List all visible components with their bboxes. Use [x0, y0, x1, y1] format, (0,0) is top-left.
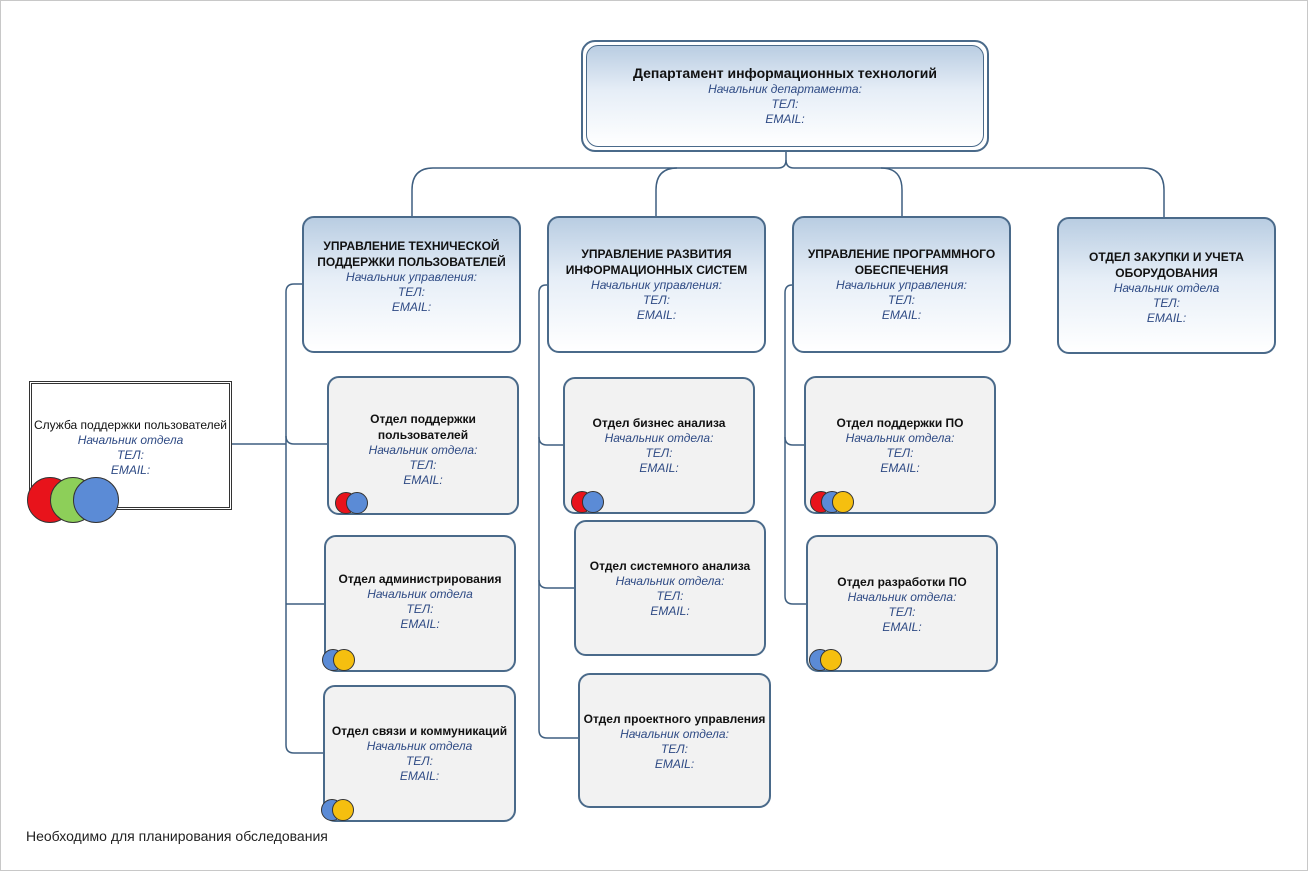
dept-title-line1: Отдел администрирования: [338, 572, 502, 586]
marker-circle: [346, 492, 368, 514]
connector-dept-stem: [411, 150, 787, 217]
unit-node-tech-support[interactable]: УПРАВЛЕНИЕ ТЕХНИЧЕСКОЙ ПОДДЕРЖКИ ПОЛЬЗОВ…: [302, 216, 521, 353]
connector-spine-2: [538, 284, 564, 446]
dept-tel: ТЕЛ:: [888, 605, 916, 619]
connector-dept-mid2: [880, 167, 903, 217]
dept-node-project-management[interactable]: Отдел проектного управления Начальник от…: [578, 673, 771, 808]
dept-tel: ТЕЛ:: [645, 446, 673, 460]
unit-title-line1: ОТДЕЛ ЗАКУПКИ И УЧЕТА: [1089, 250, 1244, 264]
dept-title-line1: Отдел поддержки: [370, 412, 476, 426]
connector-spine-2c: [538, 579, 575, 589]
service-tel: ТЕЛ:: [117, 448, 144, 462]
dept-title-line1: Отдел поддержки ПО: [836, 416, 964, 430]
dept-email: EMAIL:: [654, 757, 695, 771]
dept-title-line1: Отдел системного анализа: [589, 559, 751, 573]
dept-email: EMAIL:: [403, 473, 443, 487]
unit-email: EMAIL:: [881, 308, 922, 322]
unit-title-line1: УПРАВЛЕНИЕ РАЗВИТИЯ: [581, 247, 732, 261]
dept-tel: ТЕЛ:: [406, 602, 434, 616]
unit-node-procurement[interactable]: ОТДЕЛ ЗАКУПКИ И УЧЕТА ОБОРУДОВАНИЯ Начал…: [1057, 217, 1276, 354]
department-node[interactable]: Департамент информационных технологий На…: [581, 40, 989, 152]
unit-head: Начальник отдела: [1113, 281, 1220, 295]
unit-title-line1: УПРАВЛЕНИЕ ПРОГРАММНОГО: [807, 247, 996, 261]
connector-spine-2b: [538, 437, 579, 739]
connector-spine-3b: [784, 437, 807, 605]
unit-tel: ТЕЛ:: [643, 293, 670, 307]
dept-head: Начальник отдела:: [620, 727, 729, 741]
unit-title-line2: ОБОРУДОВАНИЯ: [1115, 266, 1218, 280]
dept-tel: ТЕЛ:: [656, 589, 684, 603]
dept-title-line2: пользователей: [377, 428, 469, 442]
footnote: Необходимо для планирования обследования: [26, 828, 328, 844]
dept-head: Начальник отдела: [366, 739, 473, 753]
dept-email: EMAIL:: [400, 617, 440, 631]
service-title: Служба поддержки пользователей: [33, 418, 227, 432]
dept-head: Начальник отдела: [367, 587, 473, 601]
unit-email: EMAIL:: [1146, 311, 1187, 325]
department-title: Департамент информационных технологий: [632, 65, 938, 81]
connector-spine-1: [285, 283, 328, 445]
unit-title-line1: УПРАВЛЕНИЕ ТЕХНИЧЕСКОЙ: [323, 239, 500, 253]
service-email: EMAIL:: [110, 463, 151, 477]
dept-node-communications[interactable]: Отдел связи и коммуникаций Начальник отд…: [321, 685, 516, 822]
unit-node-is-development[interactable]: УПРАВЛЕНИЕ РАЗВИТИЯ ИНФОРМАЦИОННЫХ СИСТЕ…: [547, 216, 766, 353]
dept-email: EMAIL:: [650, 604, 690, 618]
dept-title-line1: Отдел разработки ПО: [837, 575, 967, 589]
marker-circle: [820, 649, 842, 671]
dept-tel: ТЕЛ:: [409, 458, 437, 472]
marker-circle: [832, 491, 854, 513]
dept-node-business-analysis[interactable]: Отдел бизнес анализа Начальник отдела: Т…: [563, 377, 755, 514]
department-tel: ТЕЛ:: [771, 97, 799, 111]
dept-tel: ТЕЛ:: [886, 446, 914, 460]
connector-spine-1b: [285, 436, 323, 754]
unit-node-software[interactable]: УПРАВЛЕНИЕ ПРОГРАММНОГО ОБЕСПЕЧЕНИЯ Нача…: [792, 216, 1011, 353]
connector-dept-mid1: [655, 167, 678, 217]
department-head: Начальник департамента:: [708, 82, 862, 96]
unit-title-line2: ПОДДЕРЖКИ ПОЛЬЗОВАТЕЛЕЙ: [317, 255, 506, 269]
service-head: Начальник отдела: [77, 433, 184, 447]
dept-head: Начальник отдела:: [604, 431, 714, 445]
dept-email: EMAIL:: [880, 461, 920, 475]
dept-node-software-development[interactable]: Отдел разработки ПО Начальник отдела: ТЕ…: [806, 535, 998, 672]
unit-email: EMAIL:: [636, 308, 677, 322]
dept-node-administration[interactable]: Отдел администрирования Начальник отдела…: [322, 535, 516, 672]
dept-head: Начальник отдела:: [368, 443, 478, 457]
connector-dept-right: [785, 159, 1165, 218]
marker-circle: [333, 649, 355, 671]
dept-email: EMAIL:: [639, 461, 679, 475]
unit-email: EMAIL:: [391, 300, 432, 314]
dept-title-line1: Отдел проектного управления: [583, 712, 766, 726]
dept-email: EMAIL:: [399, 769, 440, 783]
connector-spine-3: [784, 284, 805, 446]
unit-tel: ТЕЛ:: [398, 285, 425, 299]
unit-head: Начальник управления:: [836, 278, 967, 292]
dept-head: Начальник отдела:: [847, 590, 957, 604]
unit-head: Начальник управления:: [591, 278, 722, 292]
dept-node-software-support[interactable]: Отдел поддержки ПО Начальник отдела: ТЕЛ…: [804, 376, 996, 514]
dept-node-user-support[interactable]: Отдел поддержки пользователей Начальник …: [327, 376, 519, 515]
dept-head: Начальник отдела:: [845, 431, 955, 445]
dept-email: EMAIL:: [882, 620, 922, 634]
dept-title-line1: Отдел бизнес анализа: [592, 416, 726, 430]
department-email: EMAIL:: [765, 112, 805, 126]
unit-head: Начальник управления:: [346, 270, 477, 284]
marker-circle: [332, 799, 354, 821]
service-marker-circle: [73, 477, 119, 523]
unit-title-line2: ОБЕСПЕЧЕНИЯ: [854, 263, 949, 277]
dept-tel: ТЕЛ:: [661, 742, 688, 756]
unit-tel: ТЕЛ:: [888, 293, 915, 307]
unit-tel: ТЕЛ:: [1153, 296, 1180, 310]
dept-title-line1: Отдел связи и коммуникаций: [331, 724, 508, 738]
marker-circle: [582, 491, 604, 513]
dept-node-system-analysis[interactable]: Отдел системного анализа Начальник отдел…: [574, 520, 766, 656]
unit-title-line2: ИНФОРМАЦИОННЫХ СИСТЕМ: [565, 263, 748, 277]
dept-tel: ТЕЛ:: [406, 754, 433, 768]
dept-head: Начальник отдела:: [615, 574, 725, 588]
